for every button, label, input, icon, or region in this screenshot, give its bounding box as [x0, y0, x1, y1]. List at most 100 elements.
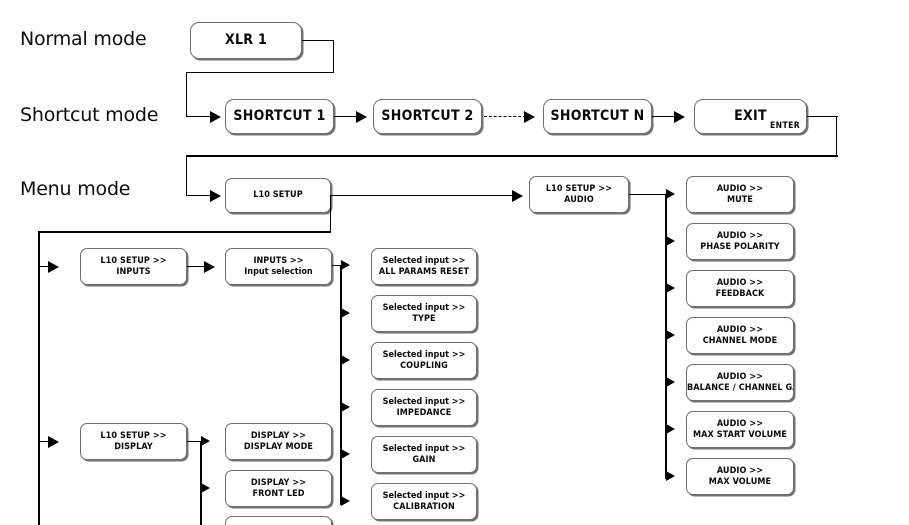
- arrow-into-l10-inputs: [48, 261, 59, 273]
- node-audio-balance-channel-gain[interactable]: AUDIO >> BALANCE / CHANNEL GAIN: [686, 364, 794, 401]
- node-audio-balance-channel-gain-line2: BALANCE / CHANNEL GAIN: [687, 382, 793, 393]
- node-display-next-clipped[interactable]: [225, 516, 332, 525]
- node-audio-channel-mode[interactable]: AUDIO >> CHANNEL MODE: [686, 317, 794, 354]
- arrow-into-audio-max-start-volume: [666, 424, 675, 434]
- connector-display-stub: [38, 441, 50, 443]
- node-inputs-input-selection-line1: INPUTS >>: [253, 255, 304, 266]
- connector-menu-entry-down: [186, 155, 188, 196]
- connector-exit-feedback-long: [186, 155, 838, 157]
- node-xlr-1[interactable]: XLR 1: [190, 22, 302, 59]
- row-label-menu-mode: Menu mode: [20, 178, 131, 200]
- connector-xlr1-right: [302, 40, 334, 42]
- node-selected-input-all-params-reset[interactable]: Selected input >> ALL PARAMS RESET: [371, 248, 477, 285]
- node-l10-setup-display-line2: DISPLAY: [114, 441, 153, 452]
- row-label-normal-mode: Normal mode: [20, 28, 147, 50]
- node-l10-setup-audio-line1: L10 SETUP >>: [545, 183, 613, 194]
- arrow-into-l10-audio: [512, 190, 523, 202]
- node-audio-phase-polarity[interactable]: AUDIO >> PHASE POLARITY: [686, 223, 794, 260]
- node-selected-input-gain[interactable]: Selected input >> GAIN: [371, 436, 477, 473]
- node-audio-phase-polarity-line1: AUDIO >>: [716, 230, 764, 241]
- arrow-into-display-display-mode: [201, 436, 210, 446]
- arrow-into-l10-display: [48, 436, 59, 448]
- node-audio-max-volume[interactable]: AUDIO >> MAX VOLUME: [686, 458, 794, 495]
- connector-selected-input-trunk: [340, 265, 342, 505]
- connector-display-parent-right: [187, 441, 201, 443]
- node-l10-setup-inputs[interactable]: L10 SETUP >> INPUTS: [80, 248, 187, 285]
- node-selected-input-calibration[interactable]: Selected input >> CALIBRATION: [371, 483, 477, 520]
- connector-shortcut2-to-shortcutn-dashed: [484, 116, 526, 117]
- node-shortcut-2-label: SHORTCUT 2: [381, 108, 474, 125]
- node-audio-channel-mode-line1: AUDIO >>: [716, 324, 764, 335]
- node-display-display-mode-line2: DISPLAY MODE: [243, 441, 314, 452]
- node-l10-setup-inputs-line1: L10 SETUP >>: [100, 255, 167, 266]
- node-inputs-input-selection-line2: Input selection: [244, 266, 313, 277]
- connector-audio-parent-right: [629, 194, 667, 196]
- node-selected-input-gain-line1: Selected input >>: [382, 443, 466, 454]
- node-selected-input-calibration-line1: Selected input >>: [382, 490, 466, 501]
- node-audio-max-volume-line1: AUDIO >>: [716, 465, 764, 476]
- arrow-into-display-front-led: [201, 483, 210, 493]
- connector-l10-down: [330, 195, 332, 232]
- node-audio-channel-mode-line2: CHANNEL MODE: [702, 335, 778, 346]
- node-selected-input-impedance-line2: IMPEDANCE: [396, 407, 452, 418]
- arrow-into-exit: [674, 111, 685, 123]
- arrow-into-selected-input-impedance: [341, 402, 350, 412]
- arrow-into-audio-balance-channel-gain: [666, 377, 675, 387]
- arrow-into-selected-input-gain: [341, 449, 350, 459]
- connector-l10-wrap-left: [38, 231, 331, 233]
- node-shortcut-1[interactable]: SHORTCUT 1: [225, 99, 334, 134]
- node-selected-input-coupling-line1: Selected input >>: [382, 349, 466, 360]
- connector-menu-entry-right: [186, 195, 212, 197]
- node-audio-max-start-volume-line1: AUDIO >>: [716, 418, 764, 429]
- node-audio-max-volume-line2: MAX VOLUME: [708, 476, 772, 487]
- node-selected-input-impedance[interactable]: Selected input >> IMPEDANCE: [371, 389, 477, 426]
- arrow-into-audio-phase-polarity: [666, 236, 675, 246]
- connector-shortcut-entry-right: [186, 116, 212, 118]
- node-l10-setup-display[interactable]: L10 SETUP >> DISPLAY: [80, 423, 187, 460]
- arrow-into-input-selection: [204, 261, 215, 273]
- node-shortcut-2[interactable]: SHORTCUT 2: [373, 99, 482, 134]
- node-selected-input-gain-line2: GAIN: [412, 454, 436, 465]
- node-l10-setup-audio-line2: AUDIO: [564, 194, 594, 205]
- node-audio-feedback[interactable]: AUDIO >> FEEDBACK: [686, 270, 794, 307]
- arrow-into-audio-max-volume: [666, 471, 675, 481]
- node-shortcut-n[interactable]: SHORTCUT N: [543, 99, 652, 134]
- node-exit[interactable]: EXIT ENTER: [694, 99, 807, 134]
- node-display-display-mode[interactable]: DISPLAY >> DISPLAY MODE: [225, 423, 332, 460]
- row-label-shortcut-mode: Shortcut mode: [20, 104, 159, 126]
- arrow-into-audio-feedback: [666, 283, 675, 293]
- node-display-front-led[interactable]: DISPLAY >> FRONT LED: [225, 470, 332, 507]
- node-audio-balance-channel-gain-line1: AUDIO >>: [716, 371, 764, 382]
- arrow-into-audio-mute: [666, 189, 675, 199]
- node-exit-label: EXIT: [734, 108, 767, 125]
- arrow-into-shortcut-n: [524, 111, 535, 123]
- connector-input-selection-right: [332, 265, 342, 267]
- node-l10-setup-audio[interactable]: L10 SETUP >> AUDIO: [529, 176, 629, 213]
- node-l10-setup-inputs-line2: INPUTS: [116, 266, 151, 277]
- node-shortcut-1-label: SHORTCUT 1: [233, 108, 326, 125]
- connector-exit-right: [807, 116, 838, 118]
- node-selected-input-calibration-line2: CALIBRATION: [393, 501, 455, 512]
- connector-shortcut-entry-down: [186, 72, 188, 117]
- node-display-front-led-line2: FRONT LED: [252, 488, 305, 499]
- node-selected-input-coupling[interactable]: Selected input >> COUPLING: [371, 342, 477, 379]
- node-l10-setup[interactable]: L10 SETUP: [225, 178, 331, 213]
- node-audio-mute[interactable]: AUDIO >> MUTE: [686, 176, 794, 213]
- node-audio-max-start-volume[interactable]: AUDIO >> MAX START VOLUME: [686, 411, 794, 448]
- node-audio-mute-line1: AUDIO >>: [716, 183, 764, 194]
- connector-l10-to-audio: [331, 195, 514, 197]
- node-inputs-input-selection[interactable]: INPUTS >> Input selection: [225, 248, 332, 285]
- node-selected-input-coupling-line2: COUPLING: [400, 360, 448, 371]
- connector-exit-down: [836, 116, 838, 156]
- node-audio-mute-line2: MUTE: [726, 194, 754, 205]
- node-shortcut-n-label: SHORTCUT N: [550, 108, 645, 125]
- node-display-display-mode-line1: DISPLAY >>: [250, 430, 307, 441]
- connector-inputs-to-input-selection: [187, 266, 206, 268]
- node-selected-input-type-line2: TYPE: [412, 313, 436, 324]
- arrow-into-selected-input-calibration: [341, 496, 350, 506]
- node-exit-enter-sublabel: ENTER: [770, 121, 800, 131]
- arrow-into-selected-input-type: [341, 308, 350, 318]
- connector-inputs-stub: [38, 266, 50, 268]
- node-selected-input-type[interactable]: Selected input >> TYPE: [371, 295, 477, 332]
- connector-shortcutn-to-exit: [652, 116, 676, 118]
